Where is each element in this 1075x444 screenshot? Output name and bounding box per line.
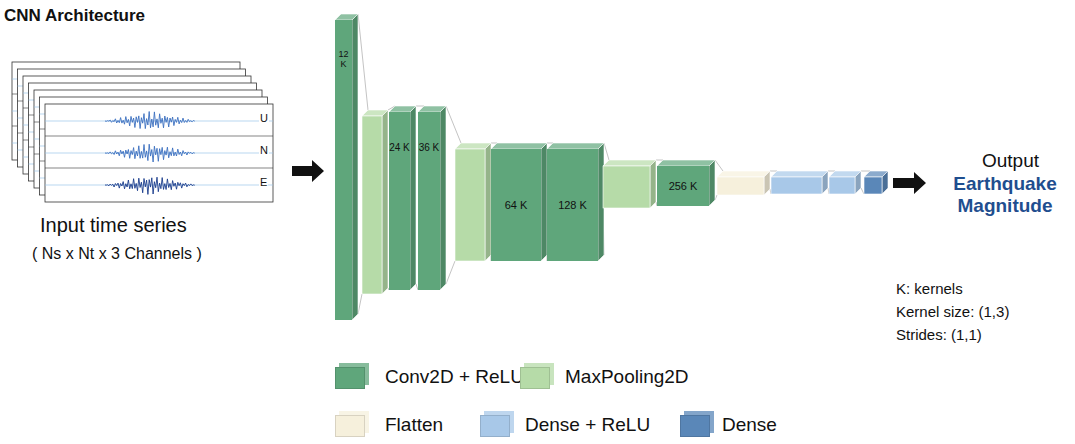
block-side (764, 171, 770, 195)
funnel-line (358, 14, 368, 110)
layer-block (829, 177, 855, 194)
block-top (603, 160, 656, 166)
funnel-line (656, 160, 663, 161)
funnel-line (861, 188, 864, 194)
layer-block (771, 177, 822, 194)
funnel-line (770, 171, 777, 172)
kernel-count: 256 K (669, 180, 698, 192)
output-label: Output (982, 150, 1039, 172)
conv-block: 12 K (335, 20, 352, 320)
conv-block: 64 K (491, 149, 541, 261)
layer-block (362, 116, 382, 294)
diagram-title: CNN Architecture (4, 6, 145, 26)
legend-text: Dense (722, 414, 777, 436)
legend-swatch (335, 415, 365, 437)
block-side (709, 160, 715, 206)
legend-text: Flatten (385, 414, 443, 436)
layer-block (455, 149, 485, 261)
funnel-lines (358, 14, 870, 314)
legend-swatch (680, 415, 710, 437)
kernel-count: 12 K (335, 50, 352, 70)
seismogram-panel (45, 104, 273, 202)
funnel-line (828, 171, 835, 172)
kernel-count: 24 K (389, 142, 410, 153)
layer-block (717, 177, 764, 195)
legend-swatch (480, 415, 510, 437)
block-side (822, 171, 828, 194)
component-label: N (259, 144, 269, 157)
block-side (352, 14, 358, 320)
output-arrow (893, 172, 926, 194)
block-side (855, 171, 861, 194)
block-side (440, 106, 446, 290)
waveform (105, 144, 195, 162)
block-top (771, 171, 828, 177)
layer-block (864, 177, 882, 194)
seismogram-stack (12, 62, 273, 202)
funnel-line (446, 106, 461, 143)
kernel-count: 128 K (558, 199, 587, 211)
input-shape: ( Ns x Nt x 3 Channels ) (32, 245, 202, 263)
legend-text: Dense + ReLU (525, 414, 650, 436)
output-name: Earthquake Magnitude (945, 173, 1065, 217)
legend-text: Conv2D + ReLU (385, 366, 524, 388)
component-label: U (259, 112, 269, 125)
funnel-line (358, 294, 362, 314)
funnel-line (604, 143, 609, 160)
note: Strides: (1,1) (896, 326, 982, 343)
funnel-line (547, 143, 553, 144)
legend-swatch (520, 367, 550, 389)
kernel-count: 36 K (419, 142, 440, 153)
block-top (717, 171, 770, 177)
waveform (105, 177, 195, 194)
note: K: kernels (896, 280, 963, 297)
conv-block: 36 K (418, 112, 440, 290)
block-side (410, 106, 416, 290)
legend-swatch (335, 367, 365, 389)
input-caption: Input time series (40, 214, 187, 237)
funnel-line (446, 261, 455, 284)
funnel-line (491, 143, 497, 144)
panel-divider (45, 136, 273, 137)
waveform (105, 112, 195, 129)
conv-block: 24 K (389, 112, 410, 290)
conv-block: 256 K (657, 166, 709, 206)
panel-divider (45, 168, 273, 169)
kernel-count: 64 K (505, 199, 528, 211)
funnel-line (416, 106, 424, 107)
block-side (882, 171, 888, 194)
funnel-line (715, 160, 723, 171)
conv-block: 128 K (547, 149, 598, 261)
funnel-line (861, 171, 870, 172)
note: Kernel size: (1,3) (896, 303, 1009, 320)
component-label: E (259, 176, 268, 189)
input-arrow (292, 160, 324, 182)
block-side (650, 160, 656, 208)
layer-blocks (335, 14, 888, 320)
block-side (382, 110, 388, 294)
legend-text: MaxPooling2D (565, 366, 689, 388)
layer-block (603, 166, 650, 208)
